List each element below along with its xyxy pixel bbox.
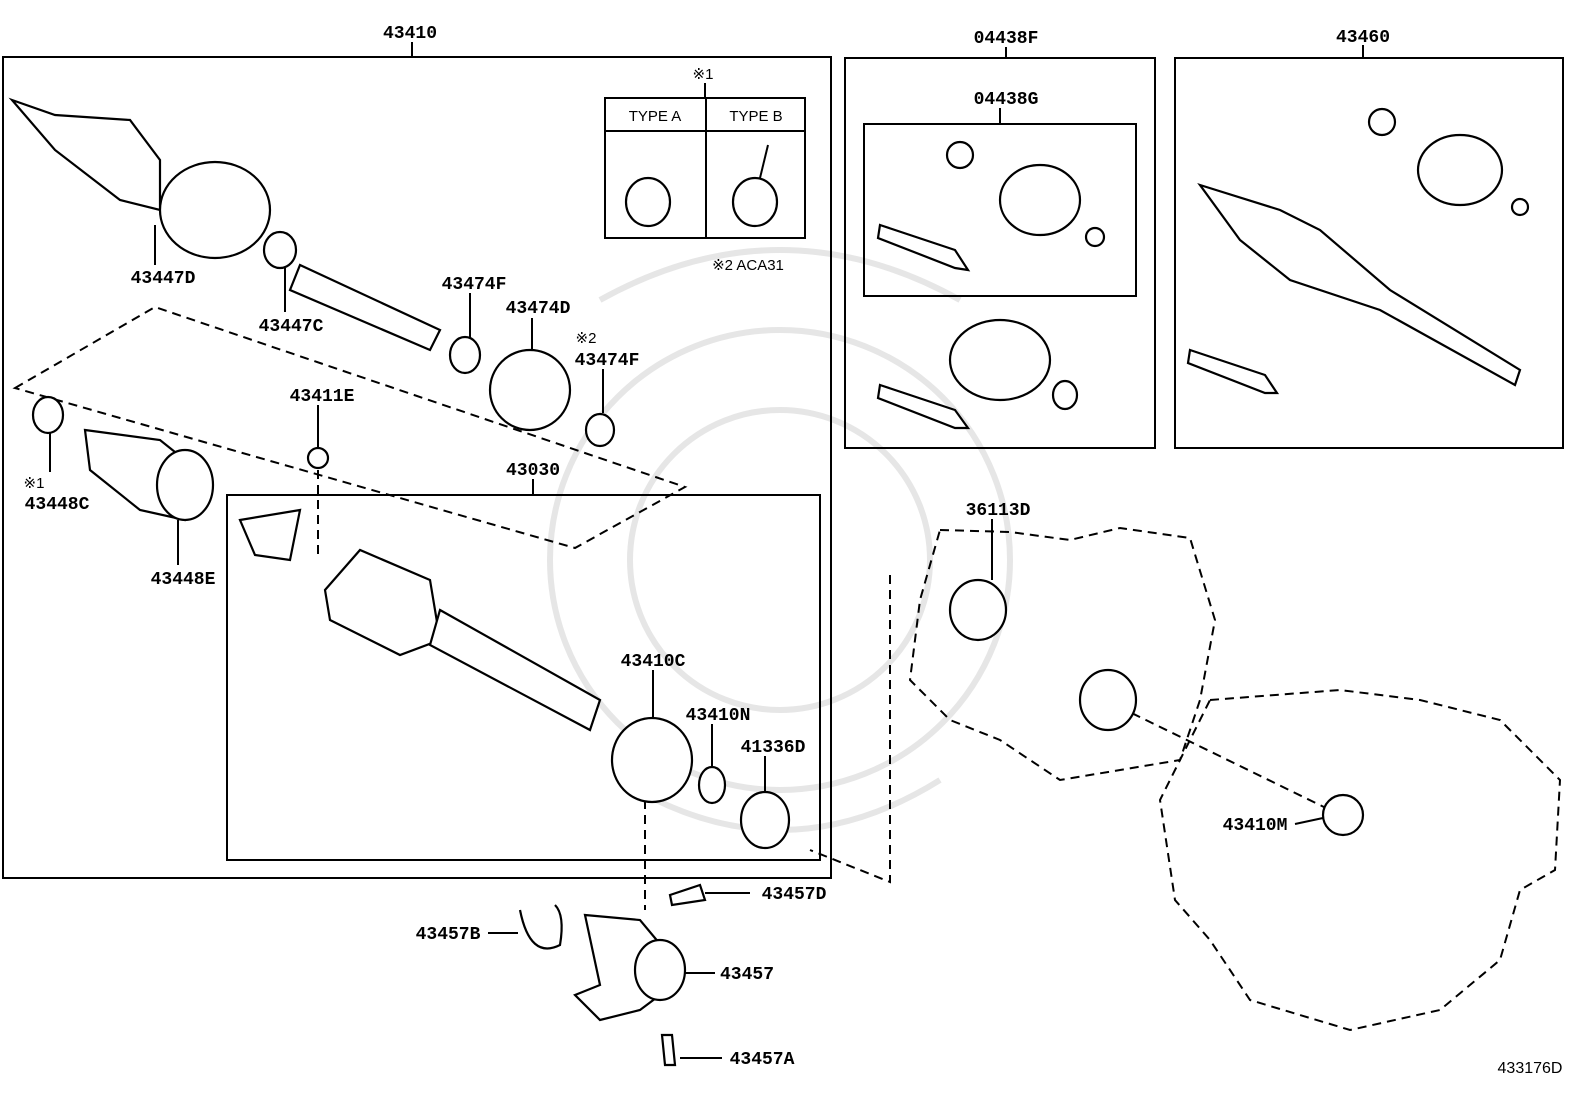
label-43457A[interactable]: 43457A [730, 1050, 795, 1070]
label-36113D[interactable]: 36113D [966, 501, 1031, 521]
label-41336D[interactable]: 41336D [741, 738, 806, 758]
label-43411E[interactable]: 43411E [290, 387, 355, 407]
label-43457B[interactable]: 43457B [416, 925, 481, 945]
label-43448E[interactable]: 43448E [151, 570, 216, 590]
drive-shaft-sketch [8, 97, 791, 850]
box-43460 [1174, 57, 1564, 449]
box-04438F [844, 57, 1156, 449]
label-43448C[interactable]: 43448C [25, 495, 90, 515]
box-43410 [2, 56, 832, 879]
transmission-outline [1158, 688, 1562, 1032]
clamp-type-b-label: TYPE B [729, 108, 782, 125]
label-43447C[interactable]: 43447C [259, 317, 324, 337]
label-04438G[interactable]: 04438G [974, 90, 1039, 110]
note-mark-2: ※2 [576, 330, 597, 347]
label-43460[interactable]: 43460 [1336, 28, 1390, 48]
label-43030[interactable]: 43030 [506, 461, 560, 481]
note-aca31: ※2 ACA31 [712, 257, 784, 274]
clamp-type-table [604, 97, 806, 239]
figure-id: 433176D [1498, 1060, 1563, 1077]
dashed-boot-kit-outline [12, 305, 688, 550]
label-43474D[interactable]: 43474D [506, 299, 571, 319]
box-04438G [863, 123, 1137, 297]
note-mark-1b: ※1 [24, 475, 45, 492]
transaxle-case-outline [908, 526, 1217, 782]
label-43410M[interactable]: 43410M [1223, 816, 1288, 836]
label-43410C[interactable]: 43410C [621, 652, 686, 672]
label-43447D[interactable]: 43447D [131, 269, 196, 289]
label-43457D[interactable]: 43457D [762, 885, 827, 905]
note-mark-1: ※1 [693, 66, 714, 83]
clamp-type-a-label: TYPE A [629, 108, 682, 125]
label-43474F-2[interactable]: 43474F [575, 351, 640, 371]
label-04438F[interactable]: 04438F [974, 29, 1039, 49]
boot-kit-sketch [876, 107, 1530, 430]
box-43030 [226, 494, 821, 861]
label-43410[interactable]: 43410 [383, 24, 437, 44]
label-43410N[interactable]: 43410N [686, 706, 751, 726]
label-43457[interactable]: 43457 [720, 965, 774, 985]
label-43474F[interactable]: 43474F [442, 275, 507, 295]
hardware-sketch [518, 578, 1365, 1067]
